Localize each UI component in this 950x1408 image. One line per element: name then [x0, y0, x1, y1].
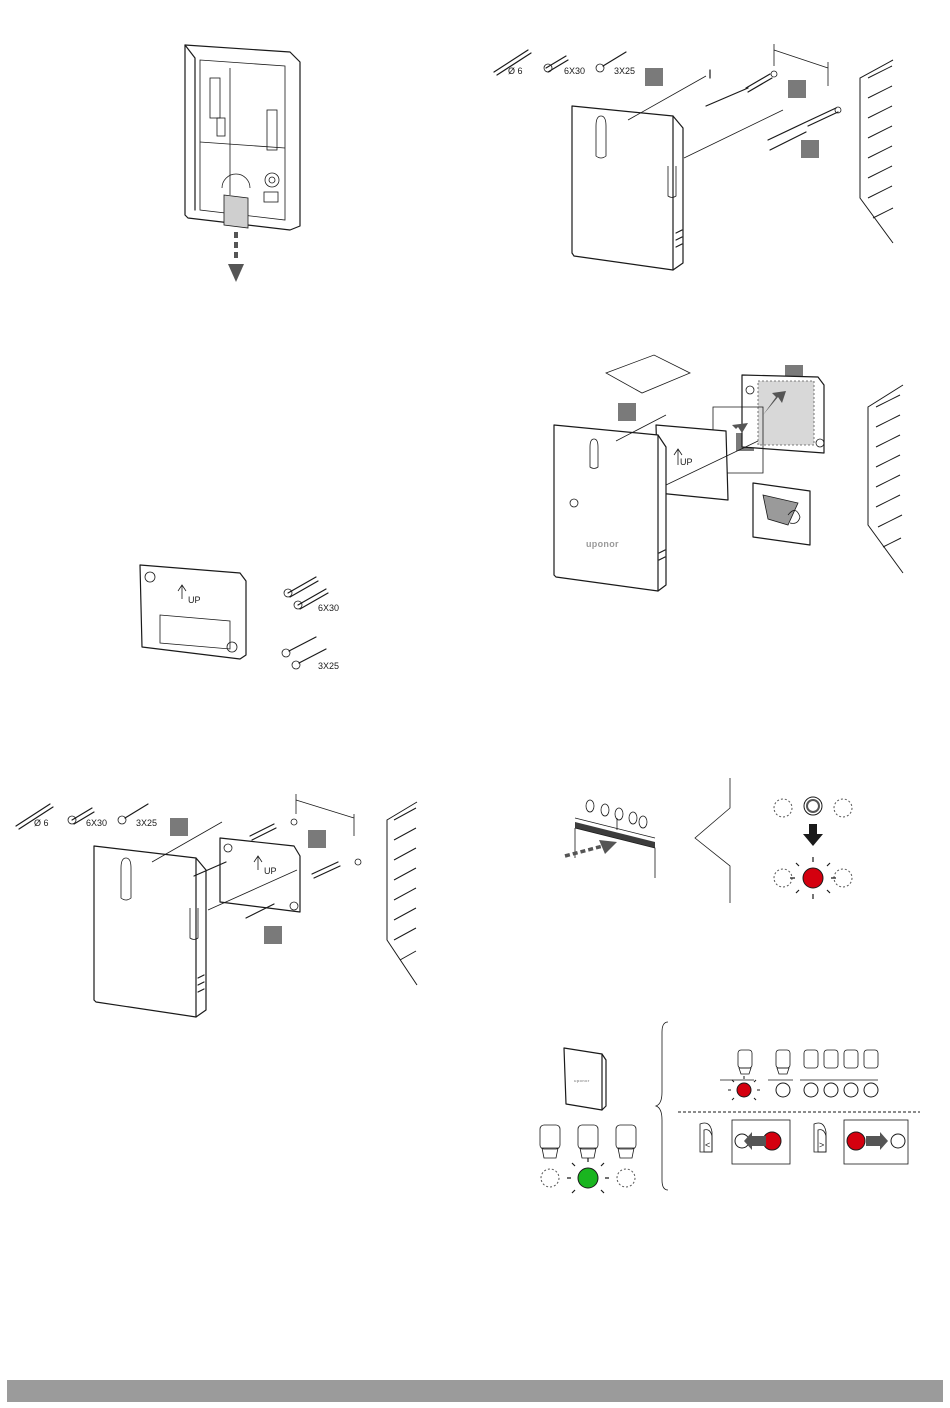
device-brand-text: uponor	[586, 539, 619, 549]
next-button-label: >	[819, 1140, 824, 1150]
actuator-icon	[738, 1050, 752, 1074]
prev-button-label: <	[705, 1140, 710, 1150]
plug-size-label: 6X30	[564, 66, 585, 76]
wall-mount-screws-illustration: Ø 6 6X30 3X25	[488, 38, 908, 278]
arrow-left-icon	[744, 1132, 766, 1150]
step-badge	[801, 140, 819, 158]
pairing-illustration: uponor	[528, 1020, 920, 1195]
actuator-icon	[804, 1050, 878, 1068]
drill-size-label: Ø 6	[34, 818, 49, 828]
screw-size-label: 3X25	[318, 661, 339, 671]
actuator-icon	[578, 1125, 598, 1158]
plug-size-label: 6X30	[318, 603, 339, 613]
bracket-up-label: UP	[264, 866, 277, 876]
actuator-icon	[616, 1125, 636, 1158]
arrow-right-icon	[866, 1132, 888, 1150]
led-red-blinking-icon	[847, 1132, 865, 1150]
controller-led-illustration	[565, 778, 865, 903]
adhesive-mount-illustration: UP uponor	[548, 355, 918, 595]
drill-size-label: Ø 6	[508, 66, 523, 76]
footer-bar	[7, 1380, 943, 1402]
led-red-blinking-icon	[803, 868, 823, 888]
bracket-hardware-illustration: UP 6X30 3X25	[130, 555, 360, 675]
bracket-wall-mount-illustration: Ø 6 6X30 3X25 UP	[12, 790, 422, 1020]
led-red-blinking-icon	[737, 1083, 751, 1097]
led-off-icon	[834, 799, 852, 817]
next-button-icon: >	[814, 1123, 826, 1152]
led-off-icon	[774, 799, 792, 817]
back-plate-illustration	[160, 40, 330, 300]
prev-button-icon: <	[700, 1123, 712, 1152]
arrow-down-icon	[803, 824, 823, 846]
screw-size-label: 3X25	[136, 818, 157, 828]
bracket-up-label: UP	[680, 457, 693, 467]
step-badge	[788, 80, 806, 98]
device-brand-text: uponor	[574, 1078, 590, 1083]
plug-size-label: 6X30	[86, 818, 107, 828]
step-badge	[645, 68, 663, 86]
actuator-icon	[776, 1050, 790, 1074]
actuator-icon	[540, 1125, 560, 1158]
led-green-blinking-icon	[578, 1168, 598, 1188]
bracket-up-label: UP	[188, 595, 201, 605]
screw-size-label: 3X25	[614, 66, 635, 76]
